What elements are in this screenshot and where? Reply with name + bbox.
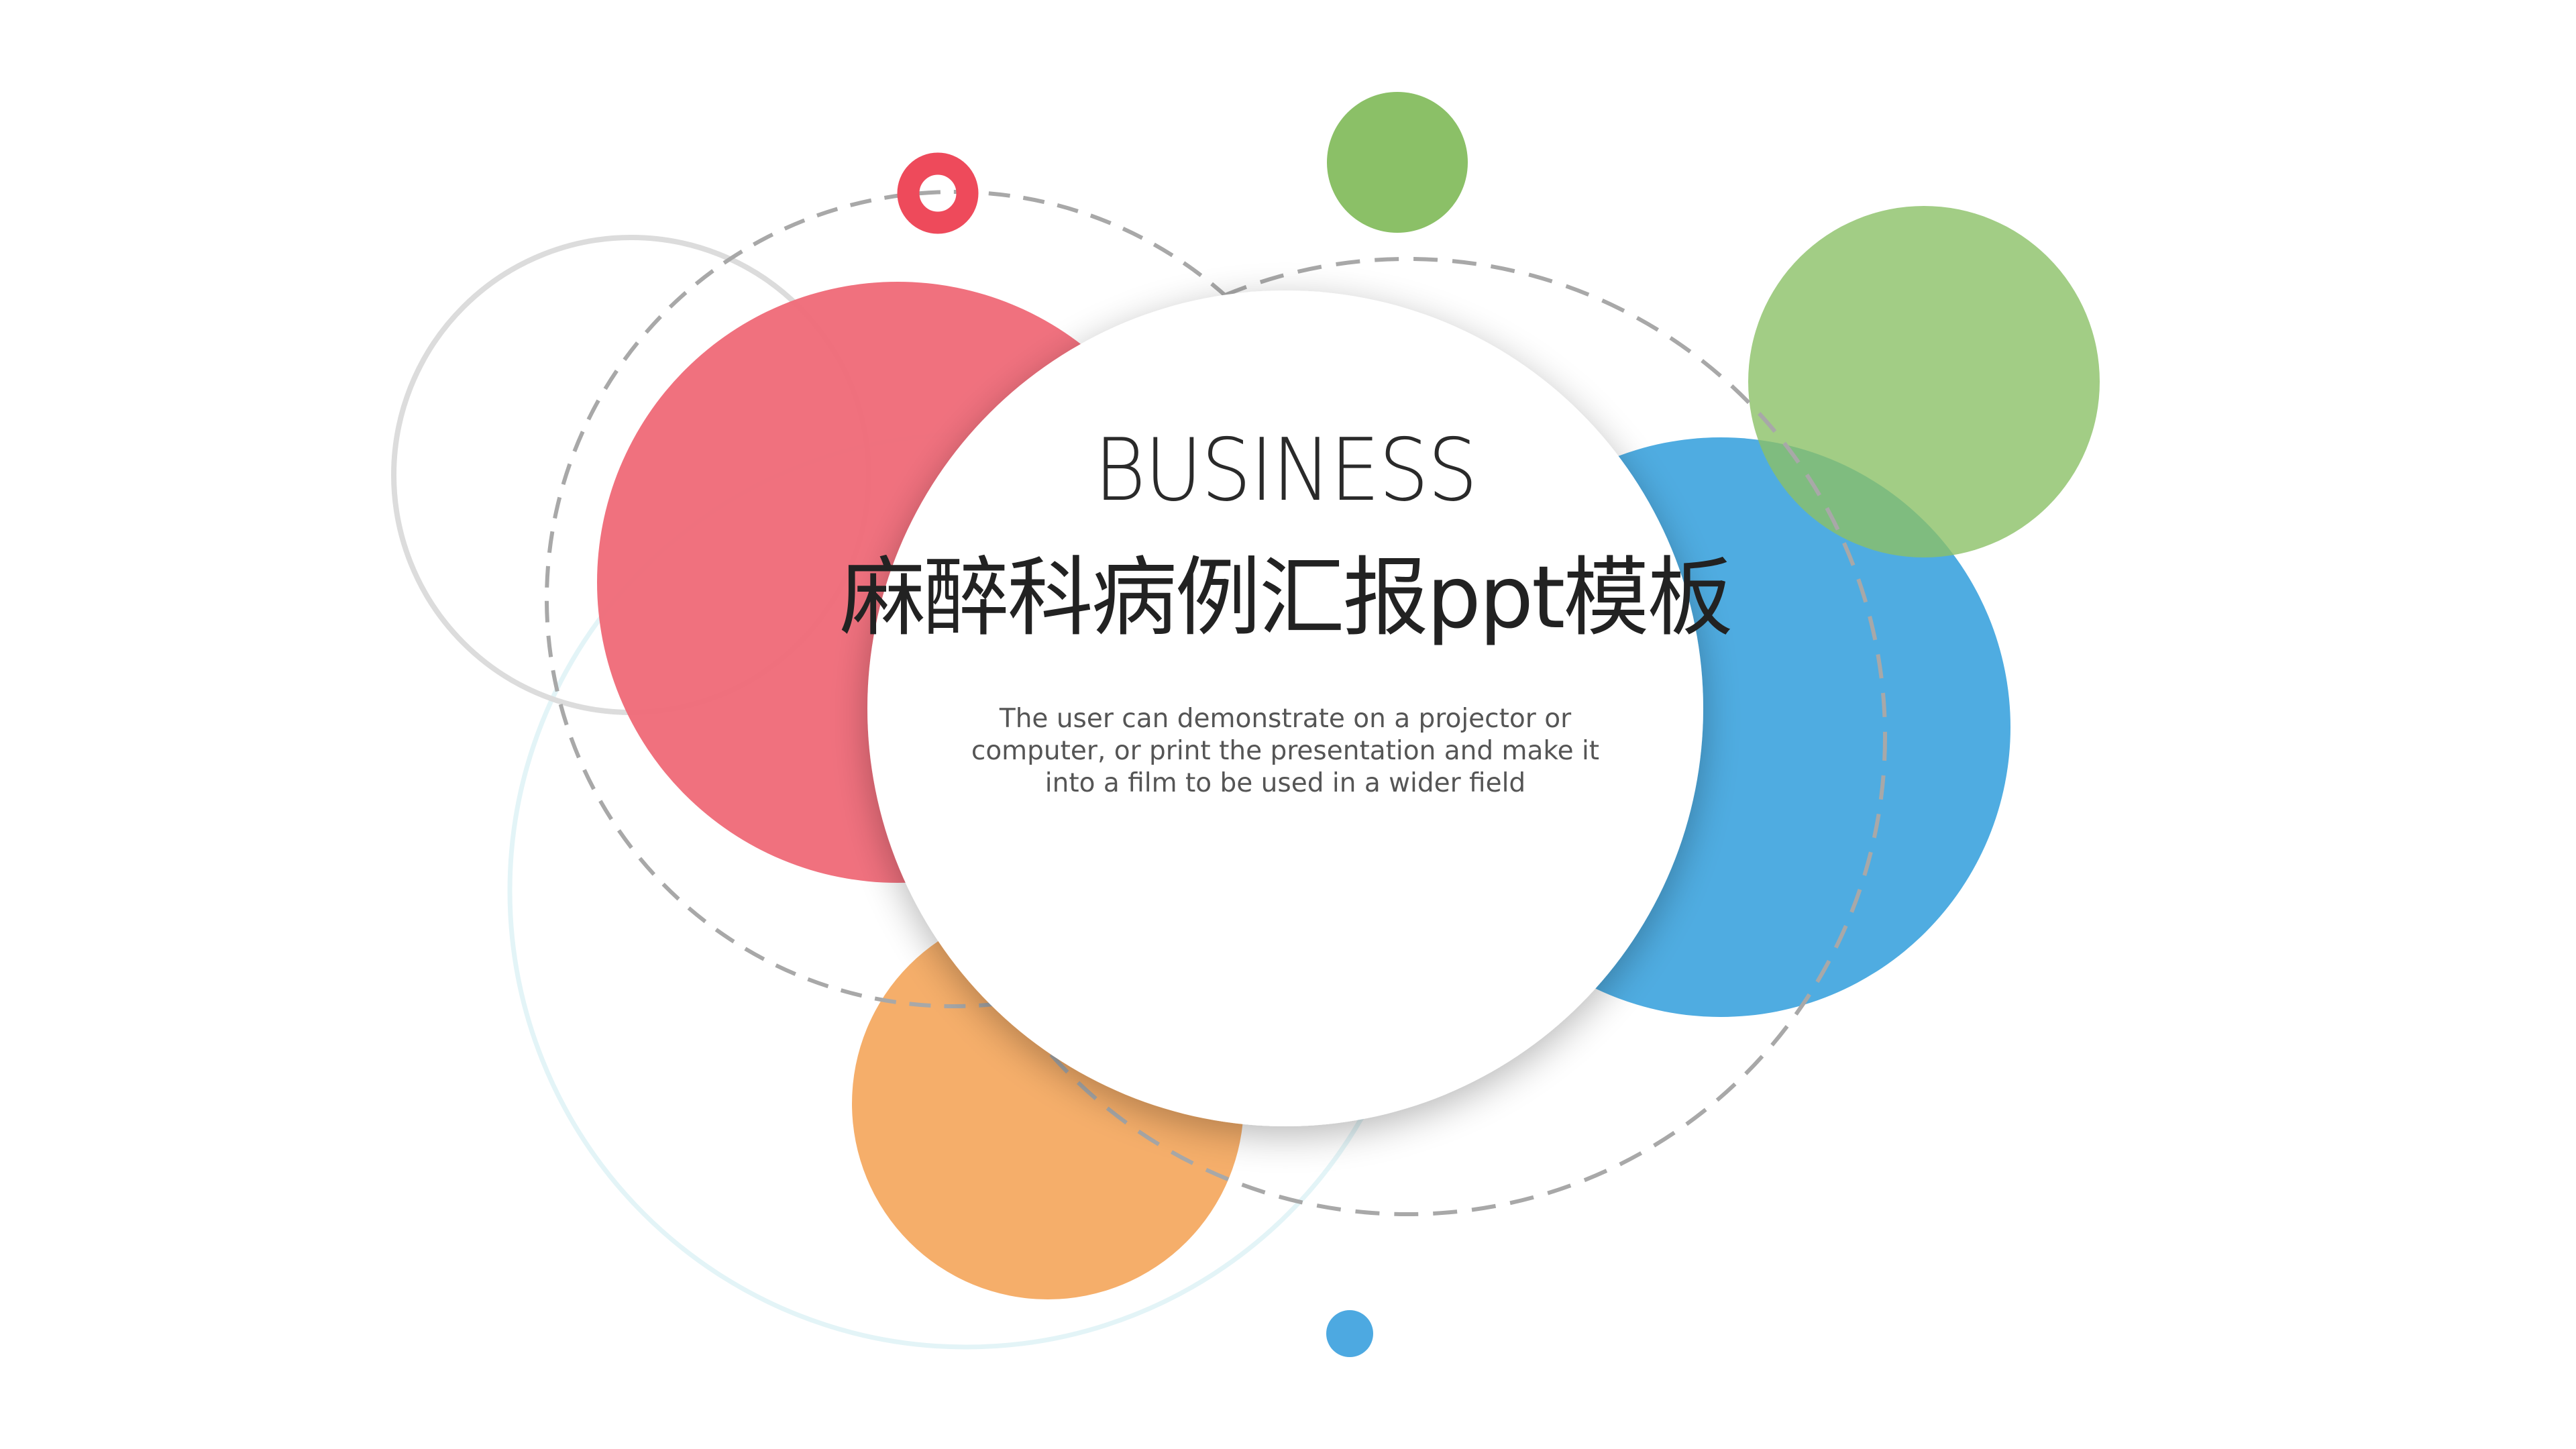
subtitle-line-3: into a film to be used in a wider field — [1044, 768, 1526, 798]
main-white-circle — [867, 290, 1703, 1126]
subtitle-text: The user can demonstrate on a projector … — [961, 703, 1609, 800]
title-chinese: 麻醉科病例汇报ppt模板 — [839, 548, 1733, 648]
blue-dot-shape — [1326, 1310, 1373, 1357]
title-block: BUSINESS 麻醉科病例汇报ppt模板 The user can demon… — [840, 290, 1733, 1126]
subtitle-line-1: The user can demonstrate on a projector … — [999, 704, 1572, 734]
title-english: BUSINESS — [1093, 421, 1478, 521]
green-small-circle-shape — [1327, 92, 1468, 233]
subtitle-line-2: computer, or print the presentation and … — [971, 736, 1600, 766]
red-small-ring-shape — [897, 152, 979, 234]
green-large-circle-shape — [1748, 206, 2100, 557]
